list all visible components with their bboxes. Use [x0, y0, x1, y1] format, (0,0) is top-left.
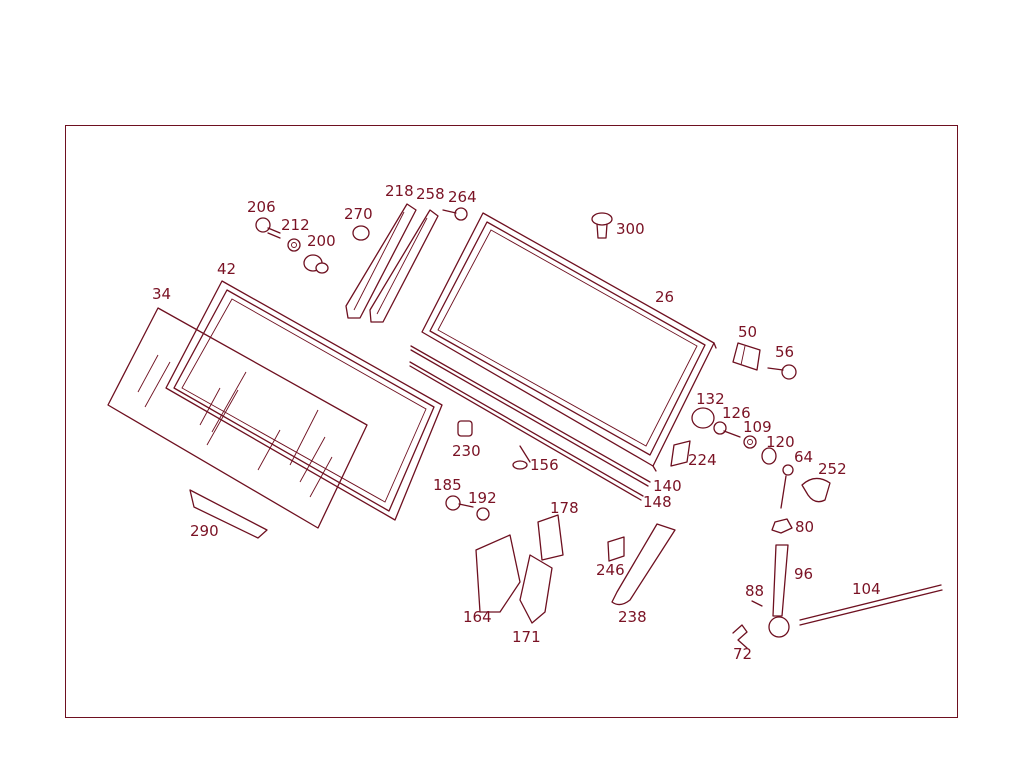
bracket-50 — [732, 342, 761, 371]
screw-156 — [512, 445, 531, 470]
window-frame-26 — [421, 212, 717, 472]
label-238: 238 — [618, 608, 647, 626]
label-120: 120 — [766, 433, 795, 451]
label-218: 218 — [385, 182, 414, 200]
spacer-120 — [761, 447, 777, 465]
label-270: 270 — [344, 205, 373, 223]
label-290: 290 — [190, 522, 219, 540]
label-178: 178 — [550, 499, 579, 517]
label-264: 264 — [448, 188, 477, 206]
bushing-132 — [691, 407, 715, 429]
bracket-178 — [537, 514, 564, 561]
label-104: 104 — [852, 580, 881, 598]
clip-246 — [607, 536, 625, 562]
washer-212 — [287, 238, 301, 252]
rail-258 — [369, 209, 439, 323]
bolt-56 — [767, 364, 797, 380]
nut-80 — [771, 518, 793, 534]
label-56: 56 — [775, 343, 794, 361]
label-64: 64 — [794, 448, 813, 466]
label-224: 224 — [688, 451, 717, 469]
label-200: 200 — [307, 232, 336, 250]
label-126: 126 — [722, 404, 751, 422]
label-80: 80 — [795, 518, 814, 536]
rail-218 — [345, 203, 417, 319]
handle-238 — [611, 523, 676, 606]
label-148: 148 — [643, 493, 672, 511]
label-156: 156 — [530, 456, 559, 474]
label-88: 88 — [745, 582, 764, 600]
label-109: 109 — [743, 418, 772, 436]
label-72: 72 — [733, 645, 752, 663]
label-164: 164 — [463, 608, 492, 626]
spring-72 — [732, 624, 748, 649]
label-212: 212 — [281, 216, 310, 234]
hinge-171 — [519, 554, 553, 624]
bolt-185 — [445, 495, 474, 511]
screw-126 — [713, 421, 741, 438]
guide-rails-140-148 — [409, 345, 651, 501]
rod-104 — [799, 584, 943, 626]
label-185: 185 — [433, 476, 462, 494]
arm-96 — [768, 544, 790, 638]
label-50: 50 — [738, 323, 757, 341]
label-140: 140 — [653, 477, 682, 495]
screw-264 — [442, 207, 468, 221]
label-171: 171 — [512, 628, 541, 646]
trim-290 — [189, 489, 268, 539]
label-230: 230 — [452, 442, 481, 460]
label-252: 252 — [818, 460, 847, 478]
label-132: 132 — [696, 390, 725, 408]
label-258: 258 — [416, 185, 445, 203]
seal-frame-42 — [165, 280, 443, 521]
washer-192 — [476, 507, 490, 521]
hinge-164 — [475, 534, 521, 613]
label-96: 96 — [794, 565, 813, 583]
lever-64 — [780, 464, 794, 509]
label-26: 26 — [655, 288, 674, 306]
bolt-206 — [255, 217, 281, 239]
glass-pane-34 — [107, 307, 368, 529]
label-34: 34 — [152, 285, 171, 303]
pad-224 — [670, 440, 691, 467]
part-labels: 206 212 200 270 218 258 264 300 42 34 26… — [152, 182, 881, 663]
cap-270 — [352, 225, 370, 241]
washer-109 — [743, 435, 757, 449]
label-42: 42 — [217, 260, 236, 278]
label-300: 300 — [616, 220, 645, 238]
knob-252 — [801, 477, 831, 503]
grommet-200 — [303, 254, 329, 274]
label-246: 246 — [596, 561, 625, 579]
diagram-frame — [65, 125, 958, 718]
clip-300 — [591, 212, 613, 239]
label-192: 192 — [468, 489, 497, 507]
label-206: 206 — [247, 198, 276, 216]
block-230 — [457, 420, 473, 437]
pin-88 — [751, 600, 763, 607]
